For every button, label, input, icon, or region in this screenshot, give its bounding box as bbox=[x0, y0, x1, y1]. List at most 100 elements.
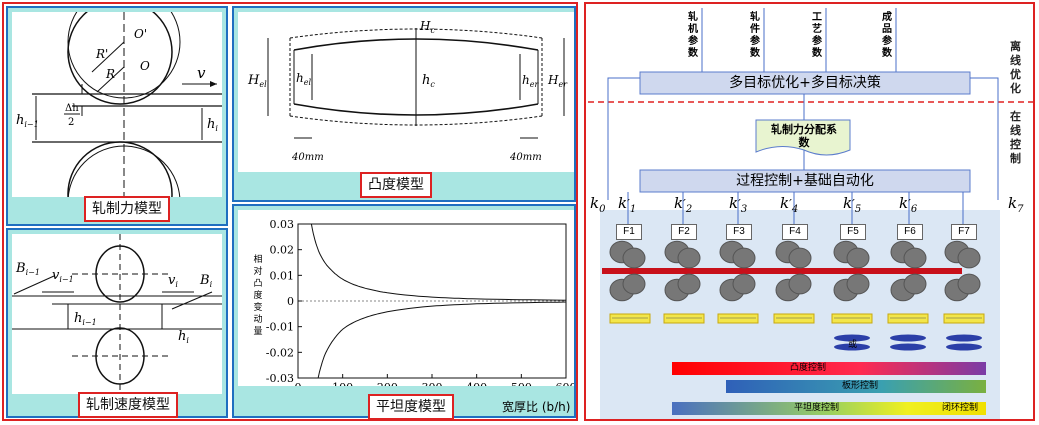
hc-label: hc bbox=[422, 73, 435, 89]
y-tick-label: 0 bbox=[287, 295, 294, 308]
her-small-label: her bbox=[522, 73, 539, 89]
control-diagram-frame: 轧机参数轧件参数工艺参数成品参数 多目标优化+多目标决策 离线优化 在线控制 轧… bbox=[584, 2, 1035, 421]
stand-label: F4 bbox=[782, 224, 808, 240]
blue-profile bbox=[946, 334, 982, 342]
roll bbox=[622, 247, 646, 269]
param-label: 工艺参数 bbox=[812, 12, 822, 59]
k-coefficient: k′2 bbox=[674, 194, 693, 215]
roll bbox=[622, 273, 646, 295]
y-label-char: 变 bbox=[253, 301, 262, 313]
x-tick-label: 600 bbox=[556, 381, 575, 386]
o-prime-label: O' bbox=[134, 27, 147, 41]
v-label: v bbox=[197, 64, 206, 82]
optimization-title: 多目标优化+多目标决策 bbox=[729, 75, 881, 91]
hel-label: Hel bbox=[247, 73, 267, 89]
b-prev-arrow bbox=[13, 275, 55, 295]
series-line-upper bbox=[310, 223, 567, 301]
optimization-box bbox=[639, 71, 971, 95]
feedback-left bbox=[607, 77, 640, 200]
blue-profile bbox=[946, 343, 982, 351]
her-label: Her bbox=[547, 73, 568, 89]
upper-roll bbox=[67, 12, 173, 105]
blue-profile bbox=[834, 334, 870, 342]
dh-label: Δh bbox=[65, 103, 79, 114]
x-tick-label: 100 bbox=[332, 381, 353, 386]
rolling-force-panel: R' O' R O v hi−1 Δh 2 hi 轧制力模型 bbox=[6, 6, 228, 226]
process-control-title: 过程控制+基础自动化 bbox=[736, 173, 874, 189]
y-tick-label: 0.02 bbox=[270, 244, 295, 257]
x-tick-label: 500 bbox=[511, 381, 532, 386]
roll bbox=[788, 247, 812, 269]
y-label-char: 凸 bbox=[253, 278, 262, 289]
online-control-label: 在线控制 bbox=[1010, 110, 1021, 165]
k-coefficient: k′3 bbox=[729, 194, 748, 215]
stand-label: F6 bbox=[897, 224, 923, 240]
flatness-model-label: 平坦度模型 bbox=[368, 394, 454, 420]
velocity-arrowhead bbox=[210, 81, 217, 87]
blue-profile bbox=[890, 334, 926, 342]
rolling-speed-label: 轧制速度模型 bbox=[78, 392, 178, 418]
b-i-arrow bbox=[171, 291, 213, 310]
crown-diagram: Hc Hel hel hc her Her 40mm 40mm bbox=[238, 12, 574, 172]
rolling-speed-diagram: Bi−1 vi−1 vi Bi hi−1 hi bbox=[12, 234, 222, 394]
y-tick-label: -0.03 bbox=[266, 372, 294, 385]
shape-control-bar bbox=[726, 380, 986, 393]
blue-profile bbox=[834, 343, 870, 351]
b-i-label: Bi bbox=[199, 273, 213, 289]
y-label-char: 动 bbox=[253, 314, 262, 325]
flatness-control-bar bbox=[672, 402, 986, 415]
feedback-right bbox=[970, 77, 999, 200]
rolling-force-label: 轧制力模型 bbox=[84, 196, 170, 222]
y-label-char: 度 bbox=[253, 289, 262, 301]
k-coefficient: k7 bbox=[1008, 194, 1024, 215]
roll bbox=[903, 247, 927, 269]
param-label: 成品参数 bbox=[882, 12, 892, 59]
or-label: 或 bbox=[848, 340, 858, 350]
stand-label: F3 bbox=[726, 224, 752, 240]
offline-optimization-label: 离线优化 bbox=[1010, 40, 1021, 95]
coefficient-label: 轧制力分配系数 bbox=[771, 123, 837, 149]
strip-profile bbox=[887, 313, 929, 324]
roll bbox=[957, 273, 981, 295]
r-prime-label: R' bbox=[95, 47, 108, 61]
left-40mm: 40mm bbox=[291, 152, 324, 163]
process-control-box bbox=[639, 169, 971, 193]
series-line-lower bbox=[317, 301, 567, 379]
y-tick-label: 0.01 bbox=[270, 269, 295, 282]
stand-label: F5 bbox=[840, 224, 866, 240]
roll bbox=[732, 247, 756, 269]
y-tick-label: 0.03 bbox=[270, 218, 295, 231]
v-prev-label: vi−1 bbox=[52, 268, 74, 284]
radius-line bbox=[91, 41, 125, 73]
roll bbox=[788, 273, 812, 295]
x-tick-label: 200 bbox=[377, 381, 398, 386]
right-40mm: 40mm bbox=[509, 152, 542, 163]
stand-label: F2 bbox=[671, 224, 697, 240]
y-label-char: 对 bbox=[253, 265, 262, 277]
hc-top-label: Hc bbox=[419, 19, 435, 35]
coefficient-document bbox=[755, 119, 851, 156]
two-label: 2 bbox=[68, 117, 74, 128]
x-axis-label: 宽厚比 (b/h) bbox=[502, 400, 571, 414]
strip-profile bbox=[717, 313, 759, 324]
r-label: R bbox=[105, 67, 115, 81]
roll bbox=[903, 273, 927, 295]
roll bbox=[846, 273, 870, 295]
h-i-label: hi bbox=[178, 329, 189, 345]
y-tick-label: -0.02 bbox=[266, 346, 294, 359]
closed-loop-text: 闭环控制 bbox=[942, 403, 979, 413]
h-i-label: hi bbox=[207, 117, 218, 133]
x-tick-label: 300 bbox=[422, 381, 443, 386]
h-prev-label: hi−1 bbox=[74, 311, 97, 327]
y-label-char: 量 bbox=[253, 326, 262, 337]
roll bbox=[677, 273, 701, 295]
h-prev-label: hi−1 bbox=[16, 113, 39, 129]
roll bbox=[732, 273, 756, 295]
x-tick-label: 400 bbox=[466, 381, 487, 386]
k-coefficient: k0 bbox=[590, 194, 606, 215]
lower-roll bbox=[67, 141, 173, 197]
flatness-control-text: 平坦度控制 bbox=[794, 403, 840, 413]
strip-profile bbox=[831, 313, 873, 324]
k-coefficient: k′5 bbox=[843, 194, 862, 215]
